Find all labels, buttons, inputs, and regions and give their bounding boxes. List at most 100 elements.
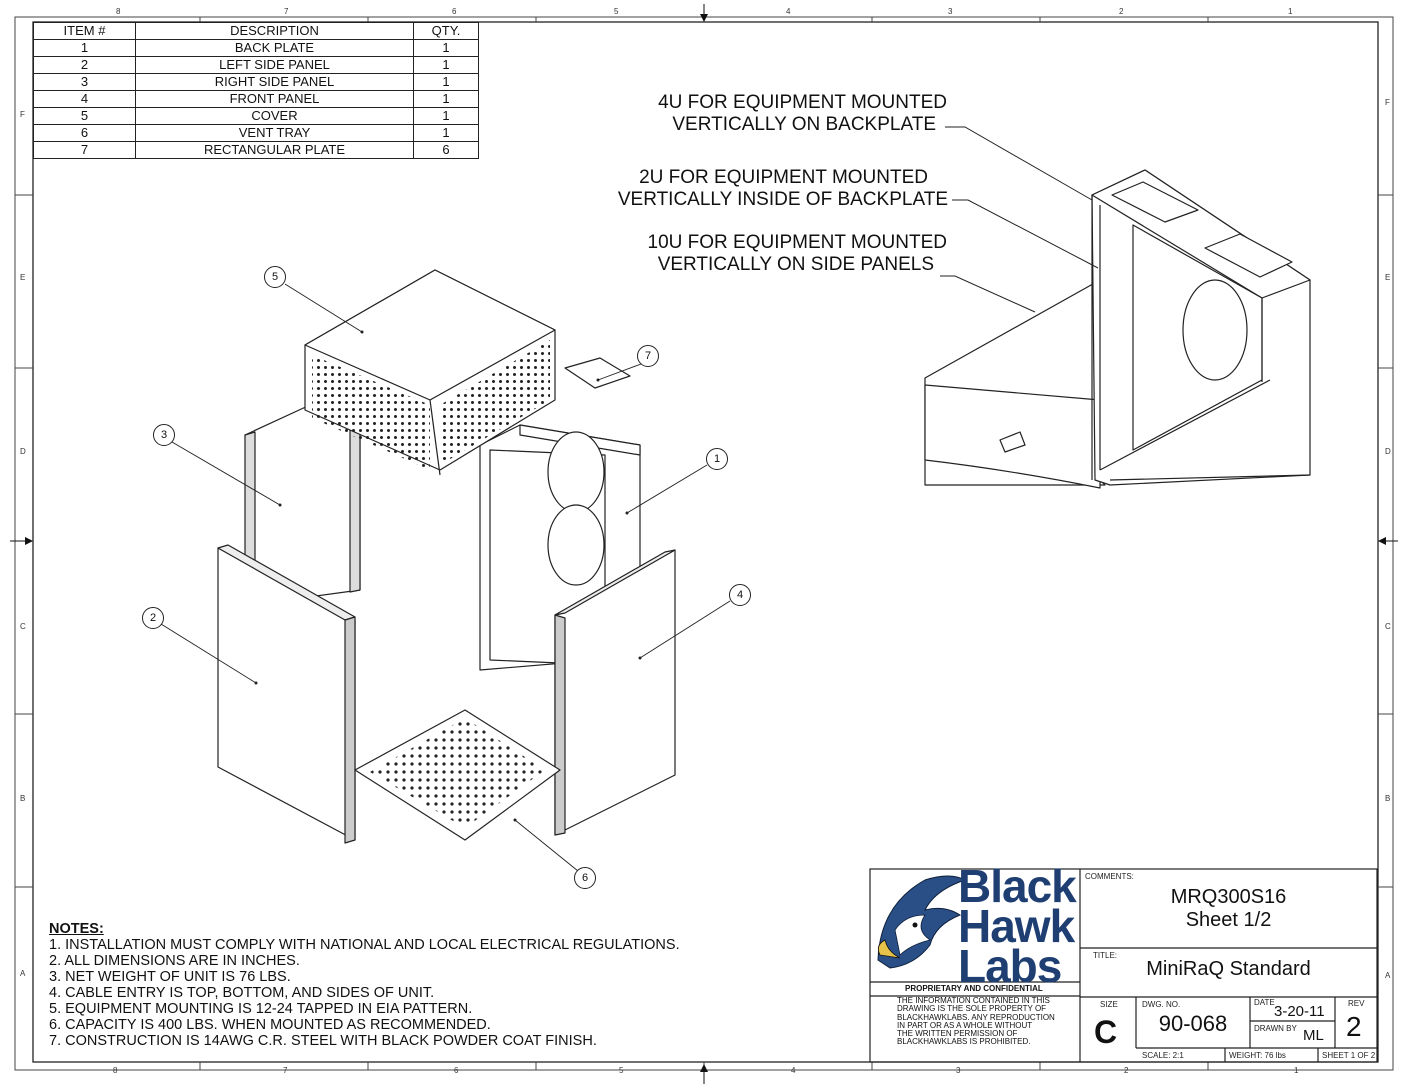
description-cell: FRONT PANEL xyxy=(135,90,414,108)
comments-label: COMMENTS: xyxy=(1085,872,1134,881)
drawing-title: MiniRaQ Standard xyxy=(1146,958,1311,980)
qty-cell: 1 xyxy=(413,56,479,74)
zone-label: C xyxy=(20,622,26,631)
description-cell: BACK PLATE xyxy=(135,39,414,57)
zone-label: 3 xyxy=(948,7,953,16)
item-cell: 6 xyxy=(33,124,136,142)
zone-label: 2 xyxy=(1124,1066,1129,1075)
weight: WEIGHT: 76 lbs xyxy=(1229,1051,1286,1060)
zone-label: 4 xyxy=(791,1066,796,1075)
qty-cell: 1 xyxy=(413,107,479,125)
comment-line: MRQ300S16 xyxy=(1170,886,1287,908)
item-cell: 7 xyxy=(33,141,136,159)
revision: 2 xyxy=(1346,1011,1362,1042)
sheet-size: C xyxy=(1094,1014,1118,1050)
column-header: QTY. xyxy=(413,22,479,40)
table-header-row: ITEM # DESCRIPTION QTY. xyxy=(33,22,479,40)
note-item: 1. INSTALLATION MUST COMPLY WITH NATIONA… xyxy=(49,937,680,953)
proprietary-line: BLACKHAWKLABS IS PROHIBITED. xyxy=(897,1037,1031,1047)
comment-line: Sheet 1/2 xyxy=(1185,909,1272,931)
item-cell: 1 xyxy=(33,39,136,57)
description-cell: RECTANGULAR PLATE xyxy=(135,141,414,159)
callout-line: VERTICALLY ON BACKPLATE xyxy=(672,114,936,135)
zone-label: B xyxy=(20,794,26,803)
qty-cell: 1 xyxy=(413,73,479,91)
zone-label: 6 xyxy=(454,1066,459,1075)
item-cell: 2 xyxy=(33,56,136,74)
description-cell: VENT TRAY xyxy=(135,124,414,142)
zone-label: 5 xyxy=(614,7,619,16)
zone-label: 7 xyxy=(283,1066,288,1075)
zone-label: F xyxy=(20,110,25,119)
drawing-date: 3-20-11 xyxy=(1274,1003,1325,1020)
balloon-5: 5 xyxy=(264,266,286,288)
callout-4u: 4U FOR EQUIPMENT MOUNTED VERTICALLY ON B… xyxy=(600,92,947,136)
callout-line: 10U FOR EQUIPMENT MOUNTED xyxy=(647,232,947,253)
proprietary-line: THE INFORMATION CONTAINED IN THIS xyxy=(897,996,1050,1005)
note-item: 2. ALL DIMENSIONS ARE IN INCHES. xyxy=(49,953,300,969)
scale: SCALE: 2:1 xyxy=(1142,1051,1184,1060)
callout-line: VERTICALLY INSIDE OF BACKPLATE xyxy=(617,189,948,210)
zone-label: B xyxy=(1385,794,1391,803)
note-item: 6. CAPACITY IS 400 LBS. WHEN MOUNTED AS … xyxy=(49,1017,491,1033)
item-cell: 5 xyxy=(33,107,136,125)
callout-10u: 10U FOR EQUIPMENT MOUNTED VERTICALLY ON … xyxy=(600,232,947,276)
drawing-number: 90-068 xyxy=(1158,1011,1228,1036)
note-item: 5. EQUIPMENT MOUNTING IS 12-24 TAPPED IN… xyxy=(49,1001,473,1017)
zone-label: A xyxy=(1385,971,1391,980)
zone-label: D xyxy=(20,447,26,456)
zone-label: D xyxy=(1385,447,1391,456)
sheet-number: SHEET 1 OF 2 xyxy=(1322,1051,1376,1060)
zone-label: 3 xyxy=(956,1066,961,1075)
callout-line: 4U FOR EQUIPMENT MOUNTED xyxy=(658,92,947,113)
description-cell: COVER xyxy=(135,107,414,125)
drawn-by-label: DRAWN BY xyxy=(1254,1024,1297,1033)
zone-label: C xyxy=(1385,622,1391,631)
date-label: DATE xyxy=(1254,998,1275,1007)
note-item: 3. NET WEIGHT OF UNIT IS 76 LBS. xyxy=(49,969,291,985)
balloon-4: 4 xyxy=(729,584,751,606)
comment-text: MRQ300S16 Sheet 1/2 xyxy=(1080,886,1377,932)
balloon-3: 3 xyxy=(153,424,175,446)
proprietary-line: BLACKHAWKLABS. ANY REPRODUCTION xyxy=(897,1012,1055,1022)
qty-cell: 1 xyxy=(413,124,479,142)
zone-label: 4 xyxy=(786,7,791,16)
proprietary-line: IN PART OR AS A WHOLE WITHOUT xyxy=(897,1020,1033,1030)
rev-label: REV xyxy=(1348,999,1365,1008)
logo-line: Labs xyxy=(958,940,1062,992)
item-cell: 4 xyxy=(33,90,136,108)
zone-label: A xyxy=(20,969,26,978)
zone-label: 1 xyxy=(1294,1066,1299,1075)
qty-cell: 6 xyxy=(413,141,479,159)
note-item: 7. CONSTRUCTION IS 14AWG C.R. STEEL WITH… xyxy=(49,1033,597,1049)
note-item: 4. CABLE ENTRY IS TOP, BOTTOM, AND SIDES… xyxy=(49,985,435,1001)
description-cell: RIGHT SIDE PANEL xyxy=(135,73,414,91)
size-label: SIZE xyxy=(1100,1000,1118,1009)
zone-label: F xyxy=(1385,98,1390,107)
callout-line: 2U FOR EQUIPMENT MOUNTED xyxy=(639,167,928,188)
item-cell: 3 xyxy=(33,73,136,91)
zone-label: 5 xyxy=(619,1066,624,1075)
dwg-no-label: DWG. NO. xyxy=(1142,1000,1181,1009)
balloon-6: 6 xyxy=(574,867,596,889)
balloon-7: 7 xyxy=(637,345,659,367)
drawn-by: ML xyxy=(1303,1027,1324,1044)
column-header: DESCRIPTION xyxy=(135,22,414,40)
zone-label: E xyxy=(1385,273,1391,282)
eagle-logo-icon xyxy=(877,875,967,969)
zone-label: 6 xyxy=(452,7,457,16)
proprietary-line: DRAWING IS THE SOLE PROPERTY OF xyxy=(897,1004,1047,1014)
notes-heading: NOTES: xyxy=(49,921,104,937)
zone-label: 7 xyxy=(284,7,289,16)
zone-label: 8 xyxy=(116,7,121,16)
logo-text: Black Hawk Labs xyxy=(958,863,1077,992)
description-cell: LEFT SIDE PANEL xyxy=(135,56,414,74)
